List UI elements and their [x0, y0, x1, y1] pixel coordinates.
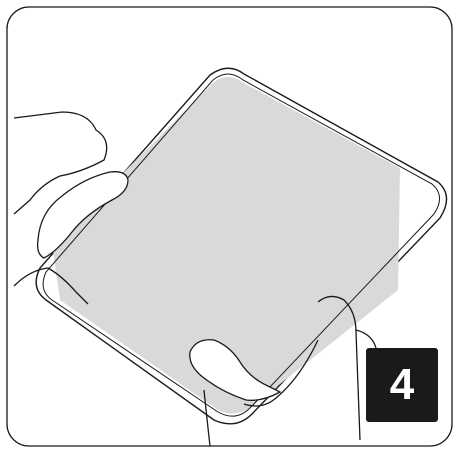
right-hand-edge: [356, 330, 376, 348]
step-number: 4: [390, 363, 414, 407]
step-badge: 4: [366, 348, 438, 422]
